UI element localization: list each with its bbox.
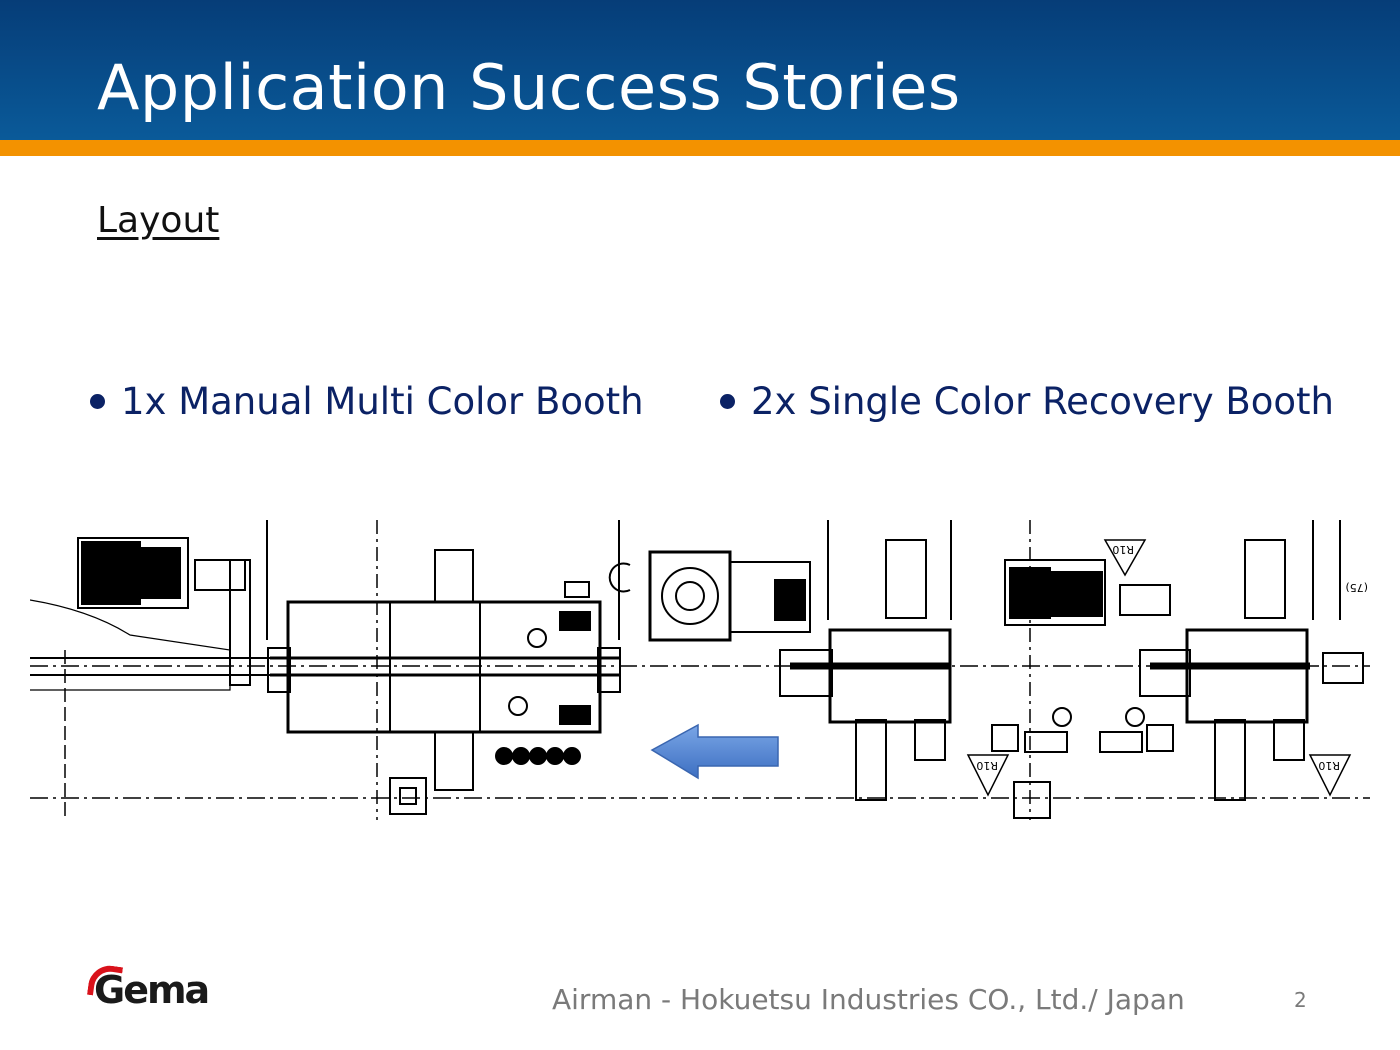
bullet-item: 2x Single Color Recovery Booth bbox=[720, 380, 1334, 423]
flow-direction-arrow-icon bbox=[650, 723, 779, 780]
recovery-booth-2 bbox=[1185, 628, 1309, 724]
bullet-item: 1x Manual Multi Color Booth bbox=[90, 380, 644, 423]
r10-label: R10 bbox=[1318, 759, 1340, 772]
bullet-text: 1x Manual Multi Color Booth bbox=[121, 380, 644, 423]
section-heading: Layout bbox=[97, 200, 220, 241]
accent-stripe bbox=[0, 140, 1400, 156]
title-banner bbox=[0, 0, 1400, 140]
logo-text: Gema bbox=[94, 968, 210, 1012]
gema-logo: Gema bbox=[86, 962, 226, 1016]
recovery-booth-1 bbox=[828, 628, 952, 724]
footer-caption: Airman - Hokuetsu Industries CO., Ltd./ … bbox=[552, 983, 1185, 1016]
bullet-dot-icon bbox=[90, 394, 105, 409]
bullet-dot-icon bbox=[720, 394, 735, 409]
slide-title: Application Success Stories bbox=[97, 51, 961, 124]
layout-diagram: R10 R10 R10 (75) bbox=[30, 520, 1370, 820]
r10-label: R10 bbox=[976, 759, 998, 772]
manual-booth bbox=[286, 600, 602, 734]
page-number: 2 bbox=[1294, 988, 1307, 1012]
powder-hoppers bbox=[495, 747, 581, 765]
filter-unit bbox=[81, 541, 141, 605]
dimension-label: (75) bbox=[1345, 581, 1368, 594]
r10-label: R10 bbox=[1112, 543, 1134, 556]
bullet-text: 2x Single Color Recovery Booth bbox=[751, 380, 1335, 423]
